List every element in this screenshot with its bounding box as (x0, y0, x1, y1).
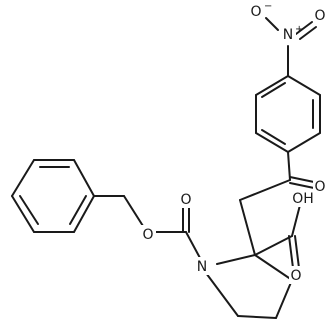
svg-text:+: + (295, 24, 303, 35)
bond-ketone-o-double (289, 182, 315, 189)
bond-benzyl-ring-inner (19, 195, 39, 225)
atom-ester-o: O (141, 225, 156, 243)
atom-ring-n: N (195, 257, 210, 275)
bond-acid-o-double (288, 235, 294, 269)
atom-ketone-o: O (313, 177, 328, 195)
svg-text:O: O (250, 4, 261, 20)
bond-benzyl-ring (11, 159, 35, 197)
bond-ch2-ketone (239, 179, 291, 201)
bond-acid-oh (291, 204, 301, 237)
svg-text:O: O (290, 268, 301, 284)
atom-acid-oh: OH (291, 189, 315, 207)
bond-pyrrolidine (275, 279, 293, 319)
svg-text:N: N (197, 259, 207, 275)
bond-nitro-o-single (265, 17, 279, 31)
bond-nitrophenyl-ring (287, 132, 321, 153)
bond-pyrrolidine (254, 254, 293, 281)
bond-nitrophenyl-ring (287, 75, 321, 96)
bond-benzyl-ring (11, 195, 35, 233)
svg-text:N: N (283, 27, 293, 43)
bond-ketone-o-double (289, 176, 315, 183)
bond-pyrrolidine (205, 272, 239, 317)
atom-nitro-o-minus: O − (249, 1, 272, 20)
bond-pyrrolidine (216, 254, 256, 265)
bond-ch2-ester-o (123, 195, 144, 227)
atom-acid-o: O (289, 266, 304, 284)
atom-nitro-n: N + (281, 24, 303, 43)
svg-text:O: O (314, 179, 325, 195)
bond-benzyl-ring (73, 195, 95, 233)
svg-text:O: O (180, 192, 191, 208)
bond-acid-o-double (294, 235, 300, 269)
bond-nitrophenyl-ring (255, 75, 289, 96)
bond-nitrophenyl-ring (255, 132, 289, 153)
bond-nitro-o-double (295, 21, 313, 35)
svg-text:OH: OH (292, 191, 314, 207)
bond-nitro-o-double (299, 26, 317, 40)
bond-benzyl-ring-inner (69, 195, 87, 225)
bond-nitrophenyl-ring-inner (261, 129, 286, 145)
bond-pyrrolidine (237, 315, 277, 319)
bond-ring-ch2 (239, 199, 256, 256)
atom-nitro-o: O (313, 6, 328, 24)
bond-acid-carbon (254, 235, 293, 256)
bond-nitrophenyl-ring-inner (261, 82, 286, 98)
svg-text:O: O (314, 8, 325, 24)
atom-carbamate-o: O (179, 190, 194, 208)
bond-ketone-aryl (287, 151, 291, 181)
svg-text:−: − (264, 1, 272, 12)
bond-benzyl-ring (73, 159, 95, 197)
bond-carbonyl-ring-n (185, 231, 201, 259)
svg-text:O: O (142, 227, 153, 243)
